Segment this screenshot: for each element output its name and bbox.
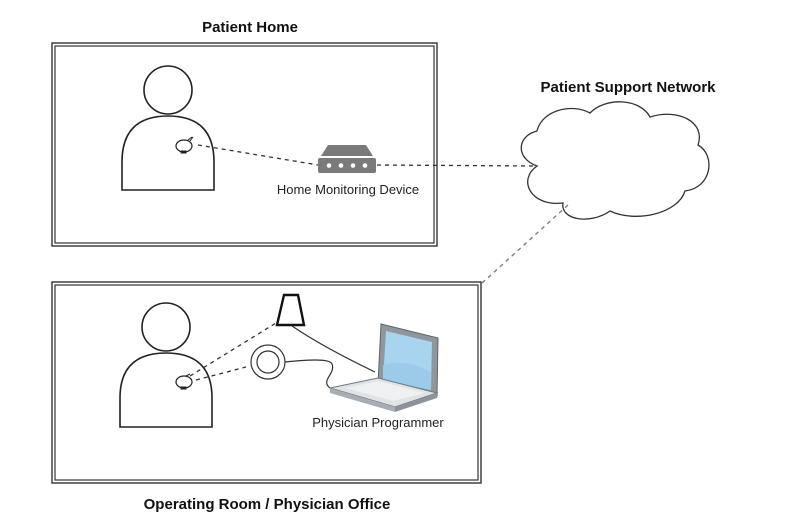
implant-device-icon [175,373,193,390]
patient-figure-icon [119,302,213,428]
cable-wand-to-programmer [291,325,376,373]
programming-wand-icon [275,293,306,327]
implant-device-icon [175,136,194,154]
cable-ring-to-programmer [284,359,334,389]
link-implant-to-telemetry-ring [195,366,247,381]
patient-home-title: Patient Home [202,19,298,36]
operating-room-title: Operating Room / Physician Office [144,496,391,513]
router-icon [318,145,376,173]
telemetry-ring-icon [250,344,286,380]
link-home-monitor-to-network [376,164,538,167]
link-network-to-operating-room [480,204,569,285]
network-title: Patient Support Network [540,79,716,96]
home-monitoring-device-label: Home Monitoring Device [277,182,419,197]
link-implant-to-wand [189,322,277,377]
patient-home-box [51,42,438,247]
cloud-icon [520,101,710,220]
laptop-icon [329,323,439,412]
physician-programmer-label: Physician Programmer [312,415,444,430]
patient-figure-icon [121,65,215,191]
